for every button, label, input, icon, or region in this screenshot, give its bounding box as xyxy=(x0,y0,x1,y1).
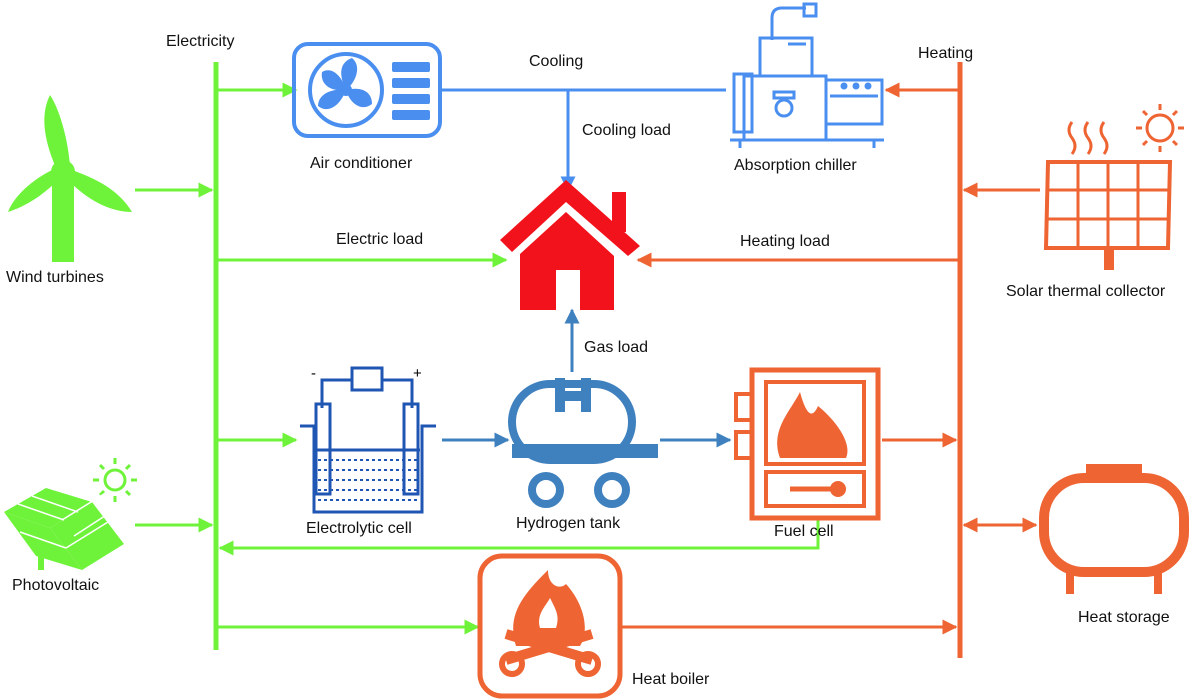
electrolytic-minus-sign: - xyxy=(311,365,316,382)
electrolytic-cell-label: Electrolytic cell xyxy=(306,520,412,537)
electrolytic-cell-icon xyxy=(300,366,436,514)
heating-flows xyxy=(620,82,1040,635)
fuelcell-to-bus-arrow xyxy=(218,518,820,556)
heat-boiler-icon xyxy=(477,553,623,699)
photovoltaic-label: Photovoltaic xyxy=(12,577,100,594)
heating-load-label: Heating load xyxy=(740,233,830,250)
solar-thermal-collector-label: Solar thermal collector xyxy=(1006,283,1166,300)
cooling-label: Cooling xyxy=(529,53,584,70)
cooling-load-label: Cooling load xyxy=(582,122,671,139)
electric-load-label: Electric load xyxy=(336,231,424,248)
fuel-cell-icon xyxy=(734,367,881,521)
electrolytic-plus-sign: + xyxy=(413,365,422,382)
hydrogen-tank-icon xyxy=(508,378,658,508)
cooling-flows xyxy=(440,88,726,192)
absorption-chiller-icon xyxy=(730,2,884,148)
absorption-chiller-label: Absorption chiller xyxy=(734,157,857,174)
electricity-bus-label: Electricity xyxy=(166,33,235,50)
house-icon xyxy=(500,180,640,310)
solar-thermal-collector-icon xyxy=(1043,104,1184,270)
hydrogen-tank-label: Hydrogen tank xyxy=(516,515,621,532)
wind-turbine-icon xyxy=(8,95,132,262)
hydrogen-flows xyxy=(442,308,732,448)
wind-turbines-label: Wind turbines xyxy=(6,269,104,286)
gas-load-label: Gas load xyxy=(584,339,649,356)
heat-boiler-label: Heat boiler xyxy=(632,671,710,688)
heat-storage-label: Heat storage xyxy=(1078,609,1170,626)
solar-panel-icon xyxy=(4,458,137,570)
fuel-cell-label: Fuel cell xyxy=(774,523,834,540)
air-conditioner-icon xyxy=(292,42,442,138)
electric-flows xyxy=(135,82,820,635)
air-conditioner-label: Air conditioner xyxy=(310,155,413,172)
heat-storage-icon xyxy=(1039,464,1189,594)
heating-bus-label: Heating xyxy=(918,45,974,62)
